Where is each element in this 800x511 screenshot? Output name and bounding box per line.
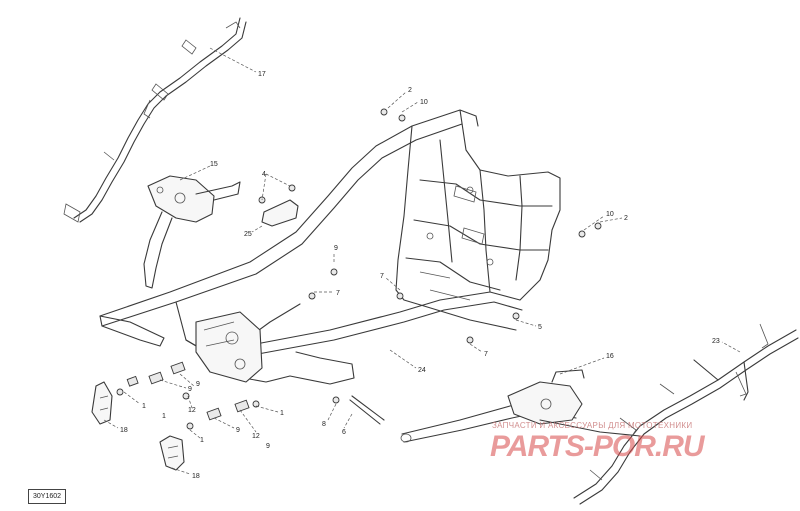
callout-9-d: 9 — [236, 427, 240, 434]
callout-7-lower: 7 — [484, 351, 488, 358]
callout-4: 4 — [262, 171, 266, 178]
lower-control-arm-part[interactable] — [400, 369, 641, 443]
callout-8: 8 — [322, 421, 326, 428]
callout-2-right: 2 — [624, 215, 628, 222]
callout-12-a: 12 — [188, 407, 196, 414]
callout-7-upper: 7 — [380, 273, 384, 280]
callout-labels: 17 15 4 25 2 10 10 2 9 7 7 5 7 24 16 23 … — [120, 71, 720, 480]
callout-7-center: 7 — [336, 290, 340, 297]
callout-9-e: 9 — [266, 443, 270, 450]
side-bracket-lower-part[interactable] — [159, 435, 185, 471]
small-bracket-part[interactable] — [258, 184, 299, 227]
callout-1-a: 1 — [142, 403, 146, 410]
callout-1-b: 1 — [162, 413, 166, 420]
clamp-fastener-set[interactable] — [116, 108, 602, 430]
callout-12-b: 12 — [252, 433, 260, 440]
callout-10-right: 10 — [606, 211, 614, 218]
callout-25: 25 — [244, 231, 252, 238]
side-bracket-upper-part[interactable] — [91, 381, 113, 425]
leader-lines — [103, 47, 741, 475]
callout-10-top: 10 — [420, 99, 428, 106]
callout-18-lower: 18 — [192, 473, 200, 480]
callout-23: 23 — [712, 338, 720, 345]
figure-code-label: 30Y1602 — [28, 489, 66, 504]
callout-5: 5 — [538, 324, 542, 331]
callout-1-d: 1 — [200, 437, 204, 444]
callout-18-upper: 18 — [120, 427, 128, 434]
callout-9-center: 9 — [334, 245, 338, 252]
callout-24: 24 — [418, 367, 426, 374]
callout-9-b: 9 — [188, 386, 192, 393]
callout-1-c: 1 — [280, 410, 284, 417]
callout-6: 6 — [342, 429, 346, 436]
upper-frame-rail-part[interactable] — [63, 17, 247, 223]
watermark-tagline: ЗАПЧАСТИ И АКСЕССУАРЫ ДЛЯ МОТОТЕХНИКИ — [492, 421, 693, 430]
right-frame-rail-part[interactable] — [573, 323, 799, 505]
callout-9-c: 9 — [196, 381, 200, 388]
main-frame-part[interactable] — [99, 109, 561, 385]
watermark-brand-logo: PARTS-POR.RU — [490, 430, 705, 463]
callout-2-top: 2 — [408, 87, 412, 94]
callout-15: 15 — [210, 161, 218, 168]
callout-16: 16 — [606, 353, 614, 360]
center-bracket-part[interactable] — [143, 175, 241, 289]
callout-17: 17 — [258, 71, 266, 78]
